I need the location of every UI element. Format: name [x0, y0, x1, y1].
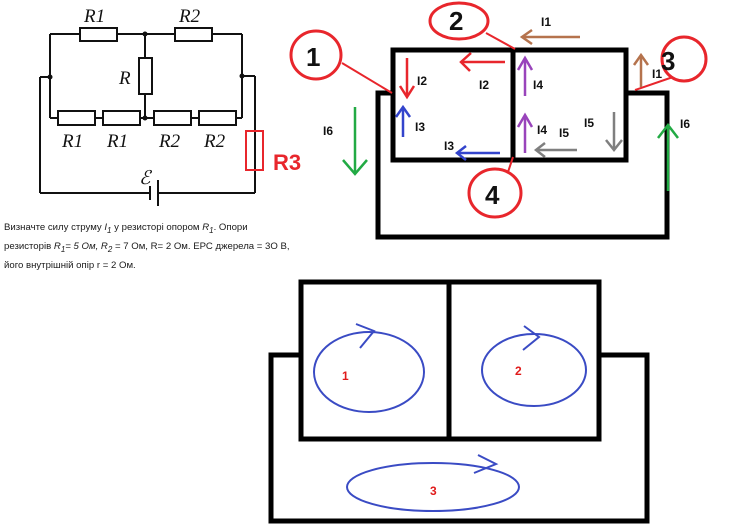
resistor-symbol: R	[53, 240, 61, 252]
r3-label: R3	[273, 150, 301, 175]
arrow-i5-bottom	[533, 142, 577, 158]
resistor-r2-bottom-a	[153, 110, 192, 126]
loop-number-1: 1	[342, 369, 349, 383]
current-label-i1-top: I1	[541, 15, 551, 29]
current-label-i2-top: I2	[479, 78, 489, 92]
current-label-i6-right: I6	[680, 117, 690, 131]
current-arrows	[342, 28, 679, 191]
arrow-i1-top	[519, 28, 580, 46]
label-r1-top: R1	[83, 6, 105, 27]
arrow-i2-left	[398, 58, 416, 100]
outer-loop	[375, 90, 670, 240]
junction-dot	[142, 115, 148, 121]
problem-text: Визначте силу струму	[4, 222, 105, 233]
problem-statement: Визначте силу струму I1 у резисторі опор…	[4, 220, 344, 274]
current-label-i6-left: I6	[323, 124, 333, 138]
loop-diagram	[268, 279, 650, 524]
current-label-i3-bottom: I3	[444, 139, 454, 153]
junction-dot	[47, 74, 53, 80]
loop-right-box	[446, 279, 602, 442]
node-circle-3	[660, 35, 708, 83]
label-r1-bottom-b: R1	[106, 131, 128, 152]
arrow-i3-left	[394, 104, 412, 137]
resistor-symbol: R	[100, 240, 108, 252]
current-label-i4-upper: I4	[533, 78, 543, 92]
resistor-symbol: R	[202, 222, 210, 233]
problem-line-1: Визначте силу струму I1 у резисторі опор…	[4, 220, 344, 239]
resistor-r1-top	[79, 27, 118, 42]
problem-text: у резисторі опором	[111, 222, 203, 233]
loop-outer-wire	[268, 352, 650, 524]
problem-line-3: його внутрішній опір r = 2 Ом.	[4, 259, 136, 271]
node-markers	[289, 1, 708, 219]
node-pointer-4	[507, 156, 514, 173]
arrow-i4-upper	[516, 55, 534, 96]
resistor-subscript: 1	[209, 225, 214, 235]
current-label-i4-lower: I4	[537, 123, 547, 137]
label-r2-bottom-a: R2	[158, 131, 181, 152]
current-subscript: 1	[107, 225, 112, 235]
node-pointer-1	[341, 62, 393, 94]
junction-dots	[47, 31, 245, 121]
junction-dot	[239, 73, 245, 79]
mesh-loop-2	[481, 325, 587, 407]
node-circle-1	[289, 29, 343, 81]
r3-highlight-box	[245, 130, 264, 171]
current-label-i5-bottom: I5	[559, 126, 569, 140]
current-label-i3-left: I3	[415, 120, 425, 134]
label-r1-bottom-a: R1	[61, 131, 83, 152]
arrow-i5-right	[605, 112, 623, 153]
loop-number-2: 2	[515, 364, 522, 378]
current-symbol: I	[104, 222, 108, 233]
node-label-3: 3	[661, 46, 675, 76]
problem-text: резисторів	[4, 240, 54, 252]
node-circle-2	[428, 1, 490, 41]
current-label-i5-right: I5	[584, 116, 594, 130]
resistor-r-middle	[138, 57, 153, 95]
mesh-loop-3	[346, 454, 520, 512]
loop-left-box	[298, 279, 452, 442]
resistor-subscript: 2	[107, 244, 113, 254]
label-r2-bottom-b: R2	[203, 131, 226, 152]
node-label-1: 1	[306, 42, 320, 72]
loop-number-3: 3	[430, 484, 437, 498]
resistor-r2-top	[174, 27, 213, 42]
arrow-i4-lower	[516, 112, 534, 153]
arrow-i6-right	[657, 122, 679, 191]
resistor-r1-bottom-b	[102, 110, 141, 126]
resistor-r2-bottom-b	[198, 110, 237, 126]
mesh-loop-1	[313, 323, 425, 413]
mesh-loops	[313, 323, 587, 512]
node-pointer-3	[634, 76, 674, 91]
problem-line-2: резисторів R1= 5 Ом, R2 = 7 Ом, R= 2 Ом.…	[4, 239, 344, 258]
resistor-subscript: 1	[60, 244, 66, 254]
arrow-i2-top	[459, 52, 505, 72]
node-label-4: 4	[485, 180, 500, 210]
circuit-schematic	[39, 27, 256, 206]
label-r2-top: R2	[178, 6, 201, 27]
problem-text: = 5 Ом,	[65, 240, 101, 252]
current-label-i2-left: I2	[417, 74, 427, 88]
right-mesh-box	[510, 47, 629, 163]
junction-dot	[142, 31, 148, 37]
arrow-i1-right	[632, 52, 650, 87]
node-label-2: 2	[449, 6, 463, 36]
problem-text: . Опори	[213, 222, 248, 233]
arrow-i3-bottom	[454, 145, 500, 161]
label-r-middle: R	[118, 68, 131, 89]
emf-symbol: ℰ	[139, 168, 153, 189]
arrow-i6-left	[342, 107, 368, 176]
node-pointer-2	[485, 32, 516, 50]
problem-text: = 7 Ом, R= 2 Ом. ЕРС джерела = 3О В,	[112, 240, 290, 252]
node-circle-4	[467, 167, 523, 219]
current-diagram	[375, 47, 670, 240]
current-label-i1-right: I1	[652, 67, 662, 81]
resistor-r1-bottom-a	[57, 110, 96, 126]
